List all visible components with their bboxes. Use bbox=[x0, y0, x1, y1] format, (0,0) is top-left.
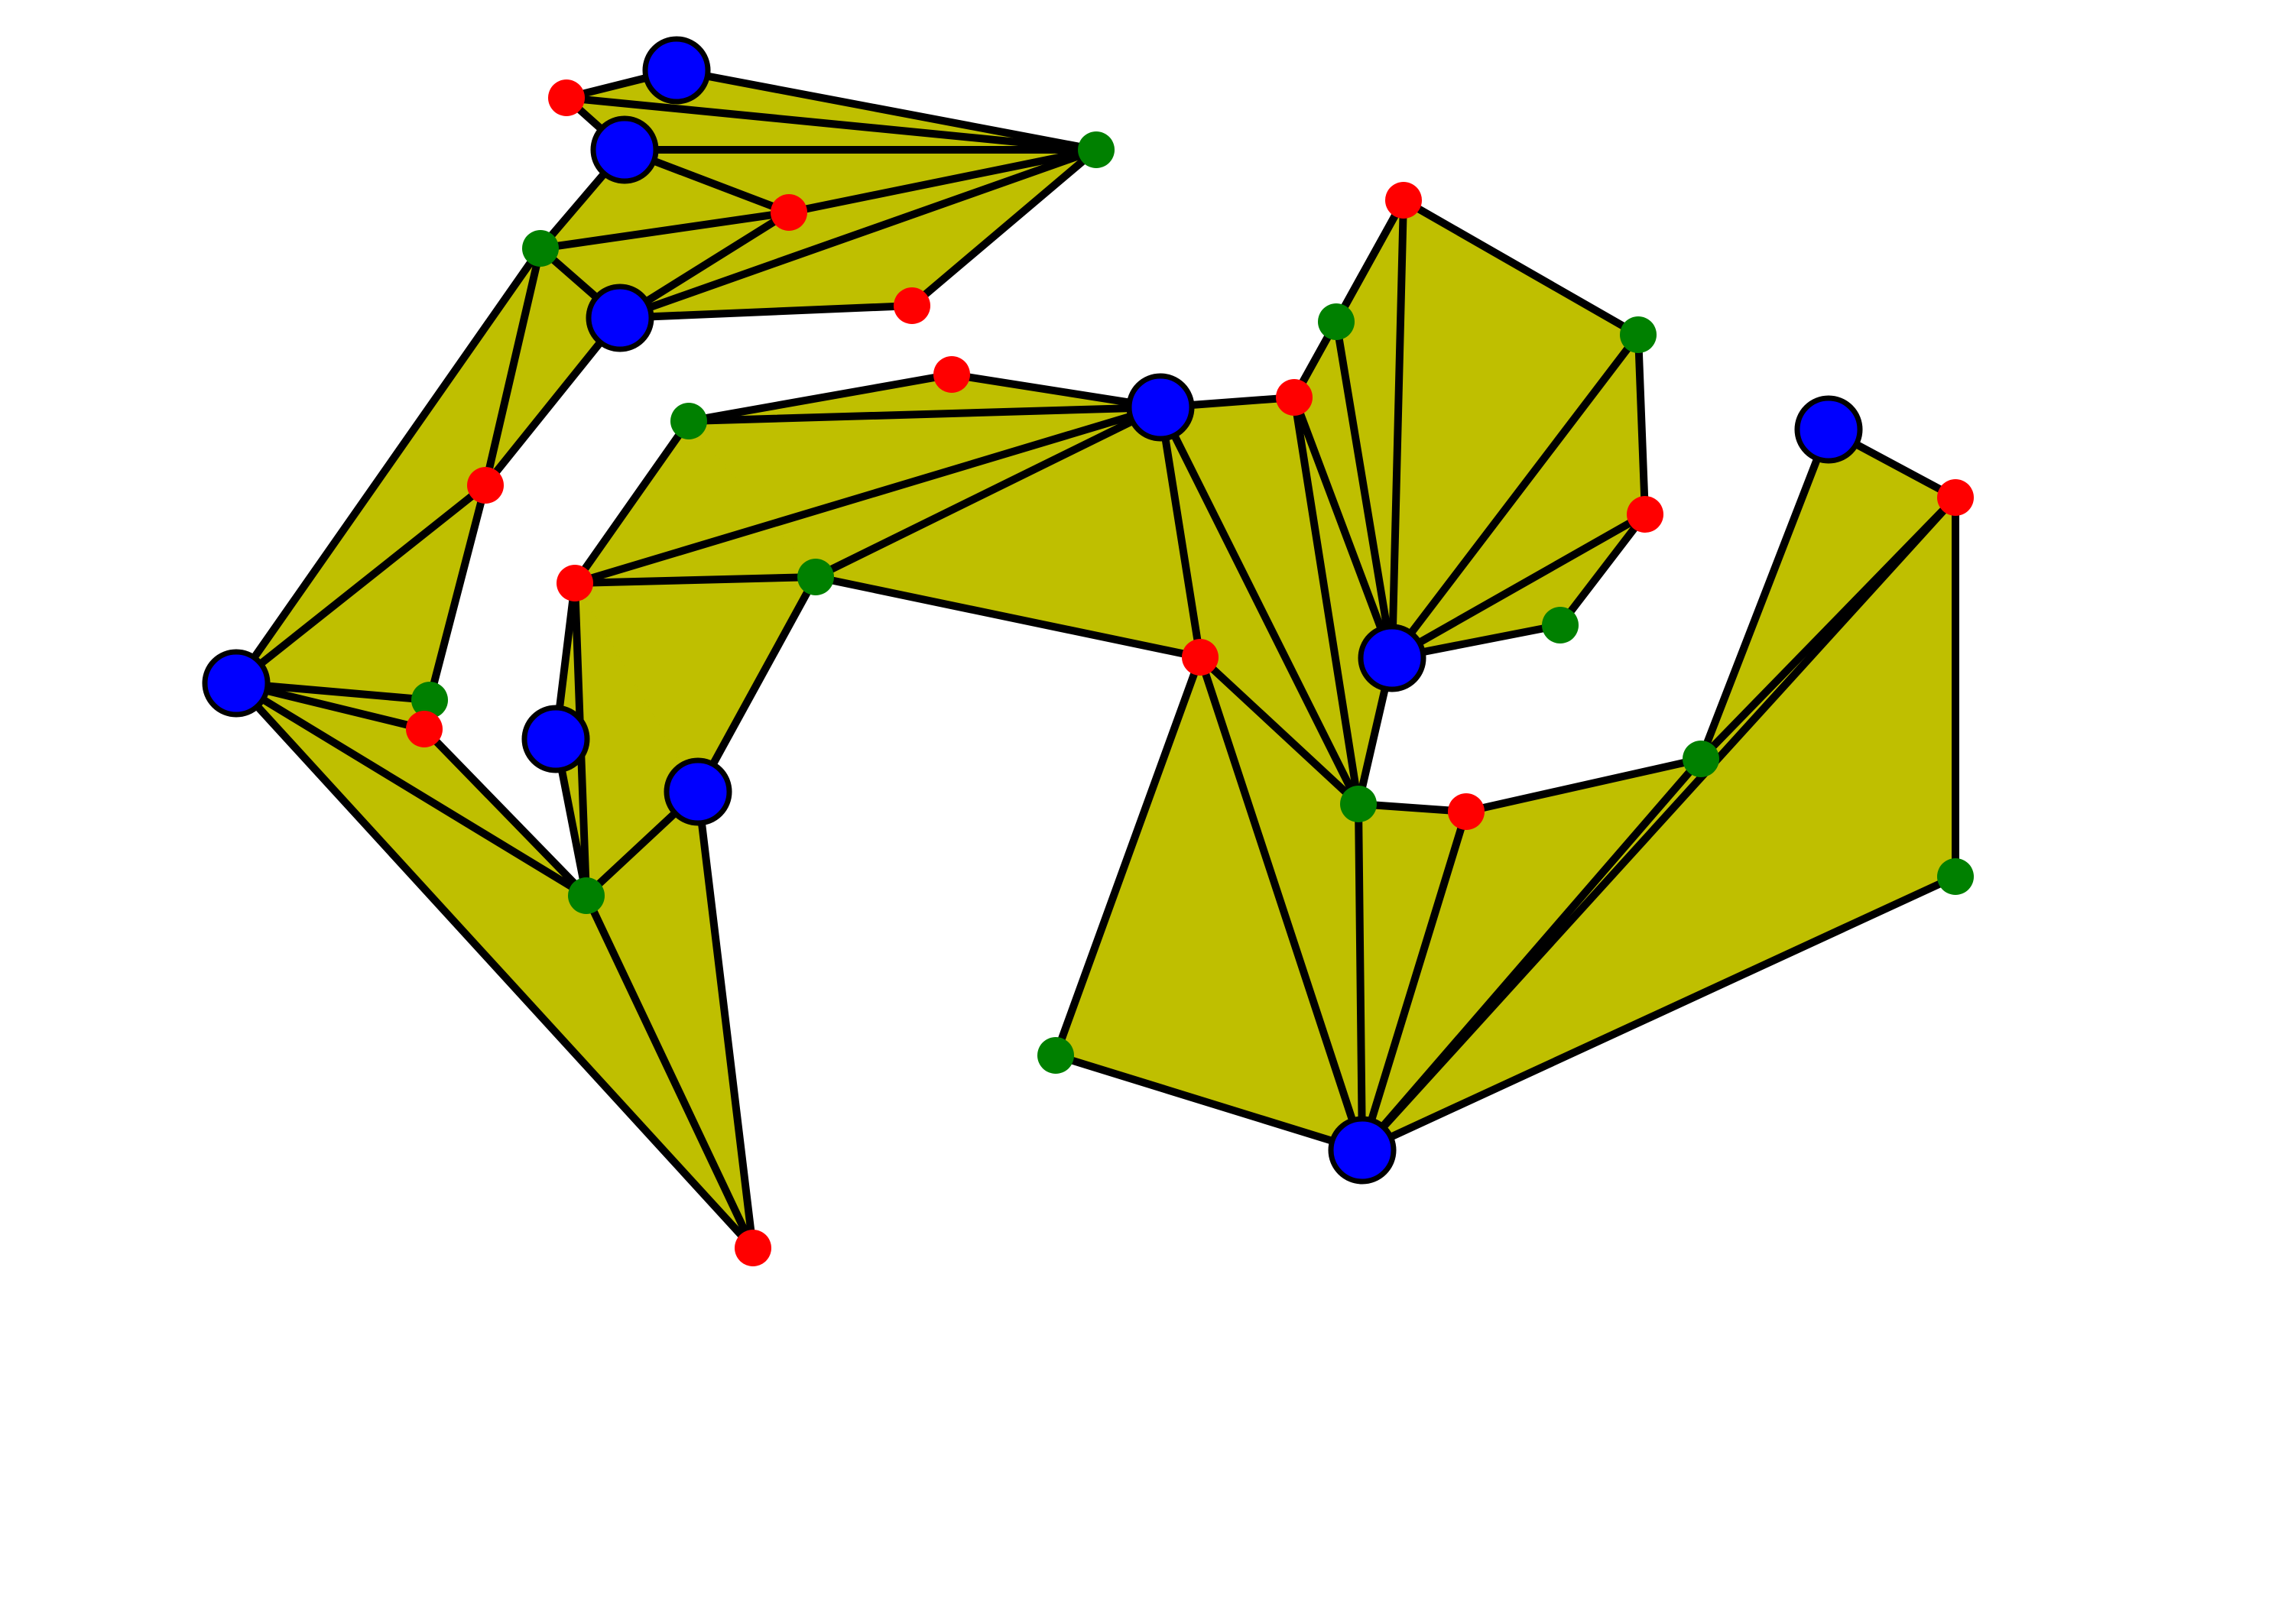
triangle-edge bbox=[1462, 755, 1705, 815]
vertex-green bbox=[1683, 741, 1719, 777]
vertex-green bbox=[1620, 316, 1657, 353]
vertex-green bbox=[797, 559, 834, 595]
triangle-edge bbox=[571, 404, 1164, 587]
triangle-edge bbox=[232, 679, 757, 1252]
triangle-edge bbox=[232, 245, 544, 687]
vertex-markers bbox=[202, 36, 1974, 1266]
guard-vertex-blue bbox=[1358, 624, 1426, 692]
vertex-green bbox=[522, 230, 559, 267]
triangle-edge bbox=[785, 146, 1100, 216]
triangle-edge bbox=[1332, 318, 1396, 662]
vertex-green bbox=[670, 403, 707, 439]
triangle-edge bbox=[482, 245, 544, 489]
triangle-edge bbox=[232, 679, 590, 900]
triangle-edge bbox=[232, 481, 489, 687]
triangle-edge bbox=[1697, 426, 1832, 763]
triangle-edge bbox=[537, 209, 793, 252]
guard-vertex-blue bbox=[521, 705, 590, 773]
guard-vertex-blue bbox=[590, 115, 659, 184]
guard-vertex-blue bbox=[586, 284, 654, 352]
triangle-edge bbox=[694, 788, 757, 1252]
triangle-edge bbox=[1355, 800, 1366, 1154]
vertex-red bbox=[467, 467, 504, 504]
triangle-edge bbox=[1400, 196, 1642, 339]
guard-vertex-blue bbox=[642, 36, 711, 105]
vertex-red bbox=[771, 194, 807, 231]
triangle-edge bbox=[1358, 808, 1470, 1154]
triangle-edge bbox=[1388, 511, 1649, 662]
vertex-red bbox=[406, 711, 443, 747]
triangle-edge bbox=[420, 725, 590, 900]
triangle-edge bbox=[1290, 394, 1396, 662]
triangle-edge bbox=[583, 892, 757, 1252]
triangle-edge bbox=[1388, 331, 1642, 662]
triangle-edge bbox=[1052, 653, 1204, 1059]
guard-vertex-blue bbox=[664, 757, 732, 826]
vertex-green bbox=[1542, 607, 1579, 643]
triangle-edge bbox=[812, 404, 1164, 581]
vertex-green bbox=[1340, 786, 1377, 822]
vertex-green bbox=[1078, 131, 1115, 168]
triangle-edge bbox=[812, 573, 1204, 661]
triangle-edge bbox=[685, 404, 1164, 425]
guard-vertex-blue bbox=[1328, 1116, 1397, 1185]
guard-vertex-blue bbox=[1126, 373, 1195, 442]
triangle-edge bbox=[616, 146, 1100, 322]
triangle-edge bbox=[948, 371, 1164, 411]
triangle-edge bbox=[563, 94, 1100, 154]
triangle-edge bbox=[908, 146, 1100, 310]
triangle-edge bbox=[1634, 331, 1649, 518]
vertex-red bbox=[1937, 479, 1974, 516]
vertex-red bbox=[1276, 379, 1313, 416]
triangle-edge bbox=[1196, 653, 1362, 808]
triangle-edge bbox=[1332, 196, 1407, 326]
triangle-edge bbox=[673, 66, 1100, 154]
triangle-edge bbox=[1052, 1052, 1366, 1154]
vertex-red bbox=[735, 1230, 771, 1266]
triangle-edge bbox=[1358, 494, 1959, 1154]
triangle-edge bbox=[1358, 873, 1959, 1154]
vertex-red bbox=[894, 287, 930, 324]
triangle-edge bbox=[1196, 653, 1366, 1154]
triangle-edge bbox=[571, 573, 819, 587]
triangle-edge bbox=[1290, 394, 1362, 808]
vertex-red bbox=[548, 79, 585, 116]
vertex-red bbox=[933, 356, 970, 393]
vertex-red bbox=[1182, 639, 1219, 676]
guard-vertex-blue bbox=[202, 649, 271, 718]
triangle-edge bbox=[694, 573, 819, 796]
guard-vertex-blue bbox=[1794, 395, 1863, 464]
vertex-red bbox=[1385, 182, 1422, 219]
triangle-edge bbox=[482, 314, 624, 489]
triangle-edge bbox=[571, 417, 693, 587]
vertex-red bbox=[1448, 793, 1485, 830]
triangle-edge bbox=[685, 371, 956, 425]
vertex-green bbox=[1937, 858, 1974, 895]
vertex-green bbox=[411, 682, 448, 718]
vertex-red bbox=[1627, 496, 1663, 533]
vertex-red bbox=[557, 565, 593, 601]
triangle-edge bbox=[1157, 404, 1204, 661]
triangle-edge bbox=[1388, 196, 1407, 662]
triangle-edge bbox=[1556, 511, 1649, 629]
triangle-edge bbox=[1157, 404, 1362, 808]
triangle-edge bbox=[616, 302, 916, 322]
vertex-green bbox=[1037, 1037, 1074, 1074]
vertex-green bbox=[568, 877, 605, 914]
triangle-edge bbox=[426, 481, 489, 704]
vertex-green bbox=[1318, 303, 1355, 340]
